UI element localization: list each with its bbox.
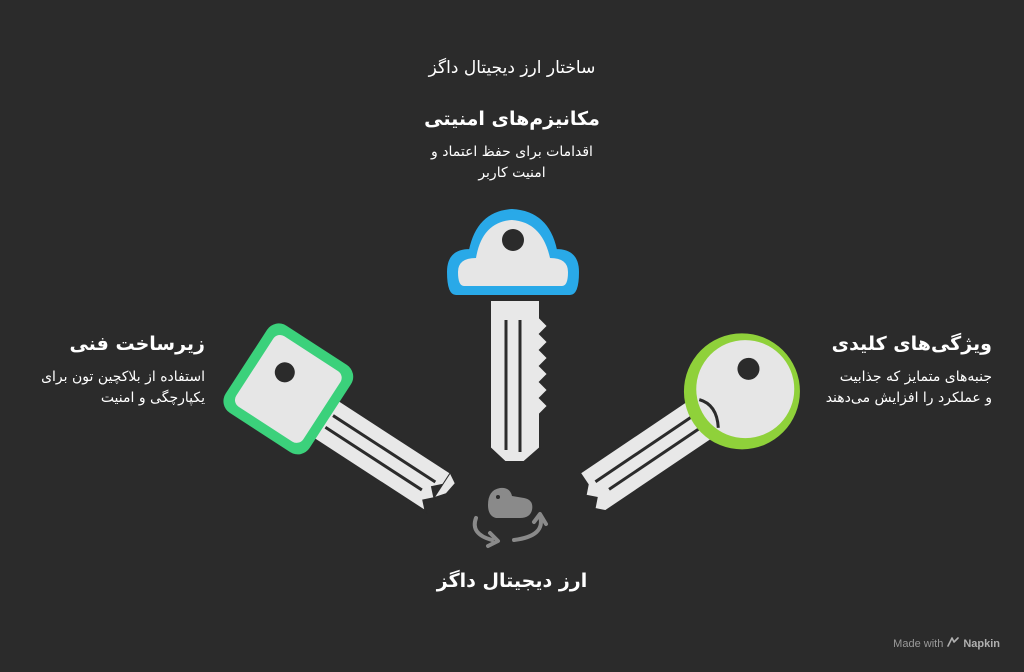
block-key-features: ویژگی‌های کلیدی جنبه‌های متمایز که جذابی… — [780, 333, 992, 409]
block-title: زیرساخت فنی — [69, 333, 205, 355]
napkin-logo-icon — [947, 637, 960, 650]
dog-rotate-icon — [472, 487, 548, 548]
block-security-mechanisms: مکانیزم‌های امنیتی اقدامات برای حفظ اعتم… — [362, 108, 662, 184]
description-line: جنبه‌های متمایز که جذابیت — [839, 369, 992, 385]
watermark-prefix: Made with — [893, 637, 944, 650]
block-description: اقدامات برای حفظ اعتماد و امنیت کاربر — [362, 142, 662, 184]
center-label: ارز دیجیتال داگز — [436, 570, 588, 592]
description-line: و عملکرد را افزایش می‌دهند — [825, 390, 992, 406]
key-right-icon — [578, 333, 800, 513]
description-line: اقدامات برای حفظ اعتماد و — [431, 144, 593, 160]
description-line: یکپارچگی و امنیت — [100, 390, 205, 406]
block-description: جنبه‌های متمایز که جذابیت و عملکرد را اف… — [780, 367, 992, 409]
page-title: ساختار ارز دیجیتال داگز — [428, 58, 596, 78]
block-title: مکانیزم‌های امنیتی — [424, 108, 600, 130]
description-line: استفاده از بلاکچین تون برای — [41, 369, 205, 385]
block-description: استفاده از بلاکچین تون برای یکپارچگی و ا… — [10, 367, 205, 409]
watermark: Made with Napkin — [893, 637, 1000, 650]
watermark-brand: Napkin — [963, 637, 1000, 650]
block-technical-infrastructure: زیرساخت فنی استفاده از بلاکچین تون برای … — [10, 333, 205, 409]
description-line: امنیت کاربر — [478, 165, 546, 181]
key-top-icon — [447, 209, 579, 463]
block-title: ویژگی‌های کلیدی — [831, 333, 992, 355]
key-left-icon — [223, 323, 458, 514]
